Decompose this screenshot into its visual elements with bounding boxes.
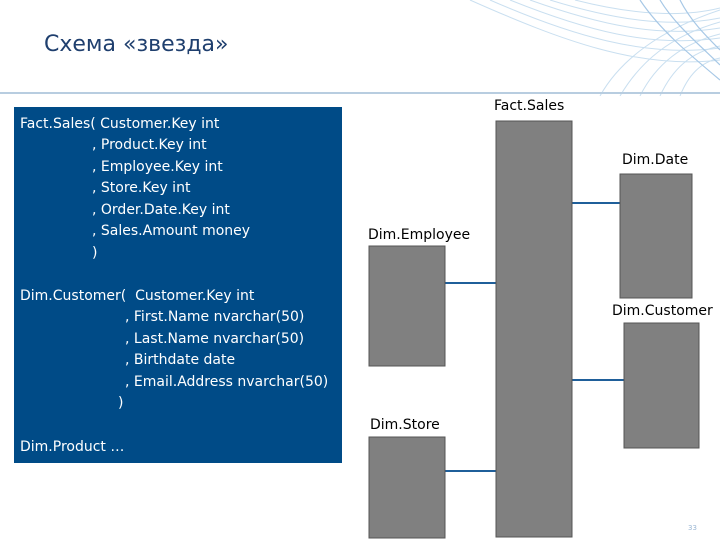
fact-sales-label: Fact.Sales — [494, 98, 564, 114]
dim-store-box — [369, 437, 445, 538]
dim-employee-label: Dim.Employee — [368, 227, 470, 243]
dim-date-box — [620, 174, 692, 298]
fact-sales-box — [496, 121, 572, 537]
dim-customer-box — [624, 323, 699, 448]
dim-store-label: Dim.Store — [370, 417, 440, 433]
slide-number: 33 — [688, 524, 697, 532]
dim-employee-box — [369, 246, 445, 366]
dim-customer-label: Dim.Customer — [612, 303, 713, 319]
dim-date-label: Dim.Date — [622, 152, 688, 168]
